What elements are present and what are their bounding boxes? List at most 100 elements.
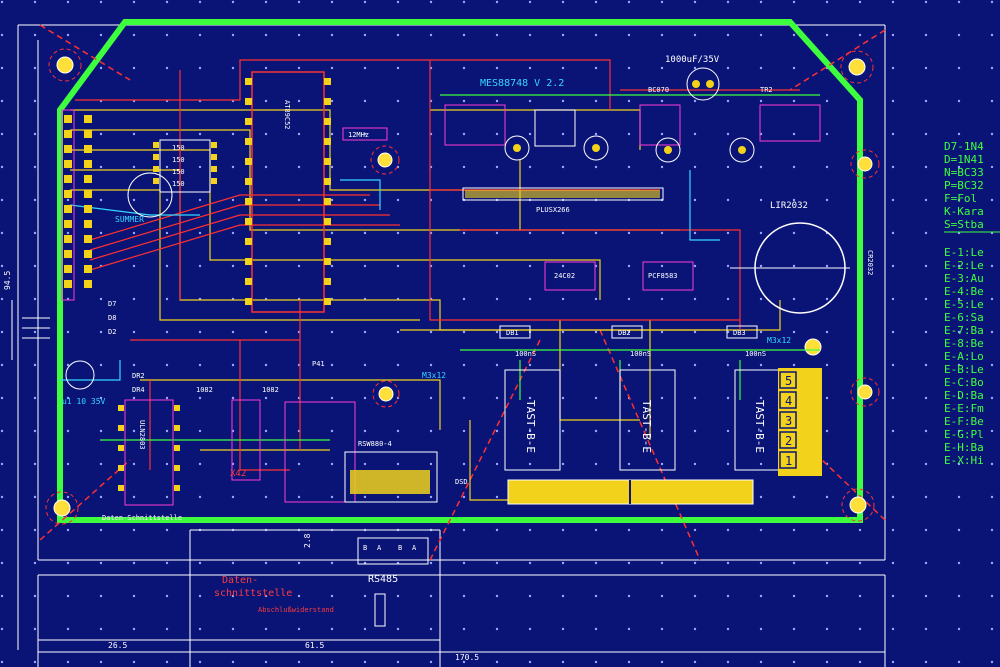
display-connector-label: PLUSX266 [536,206,570,214]
transistor-label: BC070 [648,86,669,94]
battery-holder[interactable]: LIR2032 CR2032 [730,201,874,314]
d7-label: D7 [108,300,116,308]
legend-line-15: E-8:Be [944,337,984,350]
legend-line-17: E-B:Le [944,363,984,376]
mounting-holes[interactable] [45,48,880,525]
buzzer-label: SUMMER [115,215,144,224]
key-number-4: 4 [785,394,792,408]
display-connector[interactable]: PLUSX266 [462,187,664,214]
rtc-chip[interactable]: PCF8583 [642,261,694,291]
db-chips[interactable]: DB1 DB2 DB3 100nS 100nS 100nS [499,325,766,358]
key-number-5: 5 [785,374,792,388]
ns-label-2: 100nS [630,350,651,358]
buzzer[interactable]: SUMMER [115,172,173,224]
legend-line-13: E-6:Sa [944,311,984,324]
dim-61: 61.5 [305,641,324,650]
ns-label-1: 100nS [515,350,536,358]
r-label-2: DR4 [132,386,145,394]
board-outline[interactable] [57,19,863,523]
capacitor-label: 1000uF/35V [665,55,720,65]
legend-line-18: E-C:Bo [944,376,984,389]
dim-side: 94.5 [3,271,12,290]
legend-line-10: E-3:Au [944,272,984,285]
tast-label-2: TAST-B-E [640,400,653,453]
legend-line-20: E-E:Fm [944,402,984,415]
contact-strip[interactable] [507,479,754,505]
tast-label-3: TAST-B-E [753,400,766,453]
dsd-label: DSD [455,478,468,486]
rs485-label: RS485 [368,574,398,585]
lower-left-ics[interactable]: ULN2803 X42 DR2 DR4 1082 1082 D7 D8 D2 u… [62,300,325,506]
interface-label-line2: schnittstelle [214,588,292,599]
battery-side-label: CR2032 [866,250,874,275]
p41-label: P41 [312,360,325,368]
res-value-4: 150 [172,180,185,188]
d2-label: D2 [108,328,116,336]
dimension-frame [11,24,886,667]
dim-26: 26.5 [108,641,127,650]
key-pad-block[interactable]: 5 4 3 2 1 [778,368,822,476]
pin-a-1: A [377,544,382,552]
pin-b-1: B [363,544,367,552]
legend-line-16: E-A:Lo [944,350,984,363]
legend-line-5: F=Fol [944,192,977,205]
data-interface-silk: Daten-Schnittstelle [102,514,182,522]
left-connector-pads[interactable] [61,109,92,301]
rs-interface-block[interactable]: RSW880-4 DSD [284,401,468,503]
traces-red [75,59,800,471]
tr2-label: TR2 [760,86,773,94]
pin-a-2: A [412,544,417,552]
crystal[interactable]: 12MHz [342,127,388,141]
rtc-label: PCF8583 [648,272,678,280]
key-number-2: 2 [785,434,792,448]
x42-label: X42 [230,469,246,479]
screw-label-left: M3x12 [422,371,446,380]
pin-b-2: B [398,544,402,552]
dim-height: 2.8 [303,533,312,548]
res-value-3: 150 [172,168,185,176]
legend-line-8: E-1:Le [944,246,984,259]
r-label-1: DR2 [132,372,145,380]
db2-label: DB2 [618,329,631,337]
crystal-label: 12MHz [348,131,369,139]
resistor-array[interactable]: 150 150 150 150 [153,139,217,193]
cpu-chip[interactable]: AT89C52 [245,71,331,313]
legend-line-19: E-D:Ba [944,389,984,402]
db1-label: DB1 [506,329,519,337]
res-value-2: 150 [172,156,185,164]
legend-line-4: P=BC32 [944,179,984,192]
legend-line-12: E-5:Le [944,298,984,311]
data-interface-panel[interactable]: Daten- schnittstelle B A B A RS485 Absch… [214,537,429,627]
legend-line-9: E-2:Le [944,259,984,272]
r-label-3: 1082 [196,386,213,394]
tast-switches[interactable]: TAST-B-E TAST-B-E TAST-B-E [504,369,781,471]
eeprom-label: 24C02 [554,272,575,280]
cap-small-label: u1 10 35V [62,397,106,406]
dim-170: 170.5 [455,653,479,662]
legend-line-21: E-F:Be [944,415,984,428]
traces-green [100,94,820,441]
cable-label: Abschlußwiderstand [258,606,334,614]
db3-label: DB3 [733,329,746,337]
rs-chip-label: RSW880-4 [358,440,392,448]
legend-line-24: E-X:Hi [944,454,984,467]
uln-label: ULN2803 [138,420,146,450]
traces-cyan [60,170,720,381]
board-title: MES88748 V 2.2 [480,78,564,89]
interface-label-line1: Daten- [222,575,258,586]
left-connector-marks [22,317,50,339]
large-capacitor[interactable] [686,67,720,101]
r-label-4: 1082 [262,386,279,394]
legend-line-2: D=1N41 [944,153,984,166]
legend-line-3: N=BC33 [944,166,984,179]
eeprom-chip[interactable]: 24C02 [544,261,596,291]
legend-line-6: K-Kara [944,205,984,218]
d8-label: D8 [108,314,116,322]
top-components[interactable] [444,104,821,163]
screw-label-right: M3x12 [767,336,791,345]
legend-line-1: D7-1N4 [944,140,984,153]
cpu-label: AT89C52 [283,100,291,130]
key-number-1: 1 [785,454,792,468]
key-number-3: 3 [785,414,792,428]
